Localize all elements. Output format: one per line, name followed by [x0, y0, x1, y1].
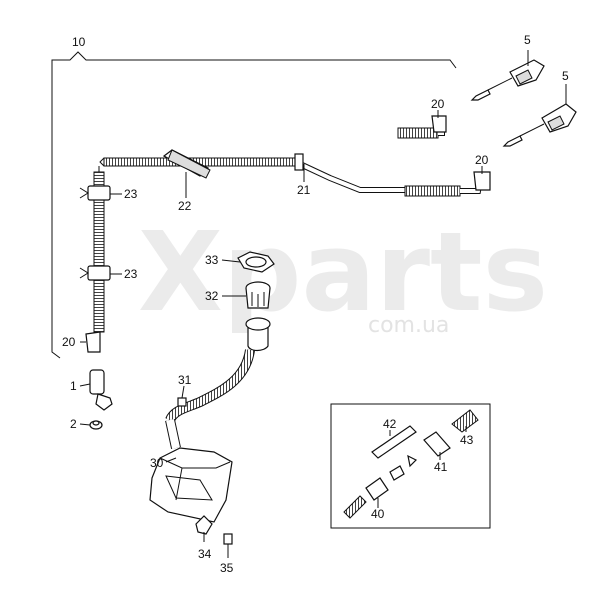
callout-40: 40 [371, 507, 385, 521]
callout-21: 21 [297, 183, 311, 197]
callout-41: 41 [434, 460, 448, 474]
end-caps-20 [85, 115, 491, 353]
clips-23 [79, 185, 111, 281]
callout-2: 2 [70, 417, 77, 431]
watermark-domain: com.ua [368, 313, 449, 338]
hose-clamp-31 [177, 397, 187, 407]
filler-cap-33 [237, 251, 275, 273]
callout-42: 42 [383, 417, 397, 431]
callout-31: 31 [178, 373, 192, 387]
filler-pipe [165, 317, 271, 450]
assembly-bracket [51, 51, 457, 359]
callout-22: 22 [178, 199, 192, 213]
callout-43: 43 [460, 433, 474, 447]
callout-23b: 23 [124, 267, 138, 281]
hose-clip-22 [162, 149, 211, 179]
callout-1: 1 [70, 379, 77, 393]
grommet-2 [89, 420, 103, 430]
callout-33: 33 [205, 253, 219, 267]
callout-5a: 5 [524, 33, 531, 47]
washer-reservoir-30 [149, 447, 233, 523]
callout-30: 30 [150, 456, 164, 470]
leader-lines [79, 50, 567, 558]
inset-detail [330, 403, 491, 529]
callout-23a: 23 [124, 187, 138, 201]
watermark-brand: Xparts [138, 208, 548, 336]
callout-20a: 20 [431, 97, 445, 111]
filler-strainer-32 [245, 281, 271, 309]
callout-35: 35 [220, 561, 234, 575]
callout-labels: 10 5 5 20 20 21 22 23 23 33 32 31 30 20 … [62, 33, 569, 575]
callout-5b: 5 [562, 69, 569, 83]
callout-34: 34 [198, 547, 212, 561]
callout-20c: 20 [62, 335, 76, 349]
grommet-34 [195, 515, 213, 535]
washer-pump-1 [89, 369, 113, 411]
washer-nozzles-5 [470, 59, 577, 147]
callout-32: 32 [205, 289, 219, 303]
watermark: Xparts com.ua [138, 208, 548, 338]
callout-10: 10 [72, 35, 86, 49]
bolt-35 [223, 533, 233, 550]
callout-20b: 20 [475, 153, 489, 167]
